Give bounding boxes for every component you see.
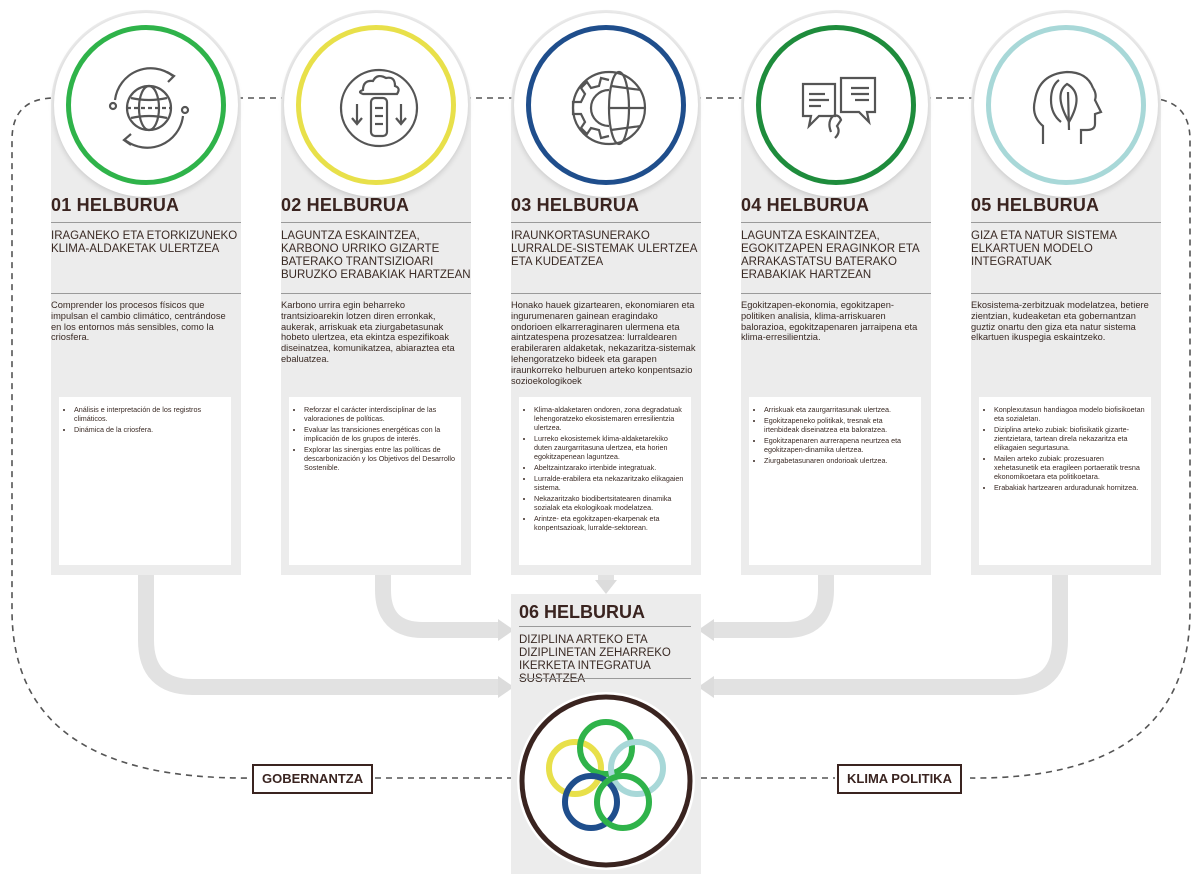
- goal-4-subtitle: LAGUNTZA ESKAINTZEA, EGOKITZAPEN ERAGINK…: [741, 230, 920, 281]
- goal-3-description: Honako hauek gizartearen, ekonomiaren et…: [511, 300, 696, 386]
- interlocking-rings-icon: [517, 692, 695, 870]
- goal-2-subtitle: LAGUNTZA ESKAINTZEA, KARBONO URRIKO GIZA…: [281, 230, 471, 281]
- divider: [51, 293, 241, 294]
- goal-3-bullet-box: Klima-aldaketaren ondoren, zona degradat…: [519, 397, 691, 565]
- speech-faces-icon: [801, 76, 877, 139]
- goal-4-bullet-box: Arriskuak eta zaurgarritasunak ulertzea.…: [749, 397, 921, 565]
- list-item: Lurralde-erabilera eta nekazaritzako eli…: [534, 474, 685, 492]
- list-item: Arintze- eta egokitzapen-ekarpenak eta k…: [534, 514, 685, 532]
- goal-3-title: 03 HELBURUA: [511, 195, 640, 215]
- goal-3-icon-circle: [514, 13, 698, 197]
- divider: [519, 678, 691, 679]
- head-leaf-icon: [1032, 70, 1103, 144]
- goal-5-ring: [986, 25, 1146, 185]
- divider: [971, 222, 1161, 223]
- goal-6-title: 06 HELBURUA: [519, 602, 646, 622]
- goal-5-icon-circle: [974, 13, 1158, 197]
- divider: [519, 626, 691, 627]
- gear-globe-icon: [571, 70, 647, 146]
- goal-1-title: 01 HELBURUA: [51, 195, 180, 215]
- goal-3-ring: [526, 25, 686, 185]
- globe-cycle-icon: [108, 67, 190, 149]
- divider: [51, 222, 241, 223]
- goal-4-title: 04 HELBURUA: [741, 195, 870, 215]
- goal-2-bullet-box: Reforzar el carácter interdisciplinar de…: [289, 397, 461, 565]
- divider: [741, 293, 931, 294]
- goal-3-subtitle: IRAUNKORTASUNERAKO LURRALDE-SISTEMAK ULE…: [511, 230, 697, 268]
- list-item: Arriskuak eta zaurgarritasunak ulertzea.: [764, 405, 915, 414]
- divider: [281, 293, 471, 294]
- goal-1-subtitle: IRAGANEKO ETA ETORKIZUNEKO KLIMA-ALDAKET…: [51, 230, 238, 255]
- list-item: Egokitzapenaren aurrerapena neurtzea eta…: [764, 436, 915, 454]
- goal-6-subtitle: DIZIPLINA ARTEKO ETA DIZIPLINETAN ZEHARR…: [519, 634, 671, 685]
- list-item: Lurreko ekosistemek klima-aldaketarekiko…: [534, 434, 685, 461]
- list-item: Mailen arteko zubiak: prozesuaren xeheta…: [994, 454, 1145, 481]
- list-item: Abeltzaintzarako irtenbide integratuak.: [534, 463, 685, 472]
- goal-column-2: 02 HELBURUA LAGUNTZA ESKAINTZEA, KARBONO…: [281, 10, 471, 575]
- goal-1-description: Comprender los procesos físicos que impu…: [51, 300, 226, 343]
- list-item: Nekazaritzako biodibertsitatearen dinami…: [534, 494, 685, 512]
- goal-5-bullet-box: Konplexutasun handiagoa modelo biofisiko…: [979, 397, 1151, 565]
- list-item: Dinámica de la criosfera.: [74, 425, 225, 434]
- cloud-thermometer-icon: [339, 68, 419, 148]
- goal-column-1: 01 HELBURUA IRAGANEKO ETA ETORKIZUNEKO K…: [51, 10, 241, 575]
- list-item: Reforzar el carácter interdisciplinar de…: [304, 405, 455, 423]
- goal-2-ring: [296, 25, 456, 185]
- list-item: Ziurgabetasunaren ondorioak ulertzea.: [764, 456, 915, 465]
- goal-4-description: Egokitzapen-ekonomia, egokitzapen-politi…: [741, 300, 918, 343]
- list-item: Konplexutasun handiagoa modelo biofisiko…: [994, 405, 1145, 423]
- goal-column-5: 05 HELBURUA GIZA ETA NATUR SISTEMA ELKAR…: [971, 10, 1161, 575]
- list-item: Explorar las sinergias entre las polític…: [304, 445, 455, 472]
- goal-1-icon-circle: [54, 13, 238, 197]
- list-item: Egokitzapeneko politikak, tresnak eta ir…: [764, 416, 915, 434]
- goal-column-3: 03 HELBURUA IRAUNKORTASUNERAKO LURRALDE-…: [511, 10, 701, 575]
- goal-5-title: 05 HELBURUA: [971, 195, 1100, 215]
- climate-policy-tag: KLIMA POLITIKA: [837, 764, 962, 794]
- goal-column-4: 04 HELBURUA LAGUNTZA ESKAINTZEA, EGOKITZ…: [741, 10, 931, 575]
- goal-4-ring: [756, 25, 916, 185]
- goal-5-subtitle: GIZA ETA NATUR SISTEMA ELKARTUEN MODELO …: [971, 230, 1117, 268]
- divider: [971, 293, 1161, 294]
- divider: [511, 293, 701, 294]
- goal-2-icon-circle: [284, 13, 468, 197]
- goal-5-description: Ekosistema-zerbitzuak modelatzea, betier…: [971, 300, 1149, 343]
- list-item: Erabakiak hartzearen arduradunak hornitz…: [994, 483, 1145, 492]
- list-item: Análisis e interpretación de los registr…: [74, 405, 225, 423]
- goal-2-description: Karbono urrira egin beharreko trantsizio…: [281, 300, 455, 364]
- list-item: Klima-aldaketaren ondoren, zona degradat…: [534, 405, 685, 432]
- divider: [741, 222, 931, 223]
- list-item: Evaluar las transiciones energéticas con…: [304, 425, 455, 443]
- goal-2-title: 02 HELBURUA: [281, 195, 410, 215]
- governance-tag: GOBERNANTZA: [252, 764, 374, 794]
- list-item: Diziplina arteko zubiak: biofisikatik gi…: [994, 425, 1145, 452]
- goal-4-icon-circle: [744, 13, 928, 197]
- divider: [511, 222, 701, 223]
- divider: [281, 222, 471, 223]
- goal-1-bullet-box: Análisis e interpretación de los registr…: [59, 397, 231, 565]
- goal-1-ring: [66, 25, 226, 185]
